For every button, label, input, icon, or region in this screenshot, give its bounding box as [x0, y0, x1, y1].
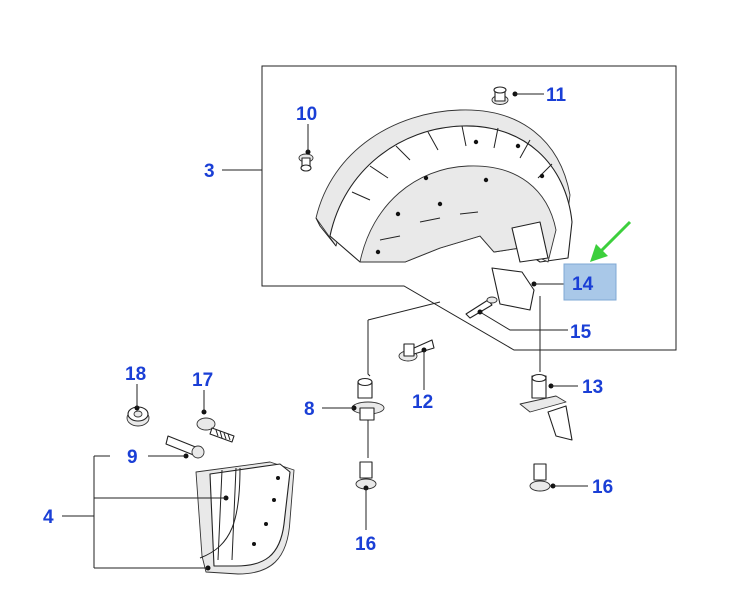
callout-16-left[interactable]: 16	[355, 534, 376, 555]
callout-16-right[interactable]: 16	[592, 477, 613, 498]
callout-10[interactable]: 10	[296, 104, 317, 125]
rivet-15	[465, 296, 498, 319]
callout-3[interactable]: 3	[204, 161, 215, 182]
fender-liner	[315, 109, 573, 263]
clip-12	[398, 339, 435, 362]
nut-18	[126, 405, 150, 427]
mud-flap	[195, 461, 295, 575]
leader-8	[322, 301, 441, 458]
leader-4	[62, 455, 226, 569]
callout-8[interactable]: 8	[304, 399, 315, 420]
leader-15	[479, 311, 568, 331]
callout-15[interactable]: 15	[570, 322, 592, 343]
callout-17[interactable]: 17	[192, 370, 213, 391]
callout-13[interactable]: 13	[582, 377, 603, 398]
callout-11[interactable]: 11	[546, 85, 567, 106]
highlight-box-14[interactable]	[563, 263, 617, 301]
screw-17	[196, 409, 235, 443]
callout-18[interactable]: 18	[125, 364, 146, 385]
callout-4[interactable]: 4	[43, 507, 54, 528]
green-pointer-arrow-icon	[590, 220, 632, 262]
pad-14	[491, 267, 537, 311]
bracket-clip-13	[519, 373, 573, 441]
group-outline	[261, 65, 677, 351]
leader-13	[539, 296, 578, 387]
clip-8	[351, 377, 385, 421]
callout-14[interactable]: 14	[572, 274, 594, 295]
clip-11	[491, 86, 518, 105]
bolt-16-left	[355, 461, 377, 491]
bolt-16-right	[529, 463, 556, 492]
clip-10	[298, 149, 314, 172]
callout-12[interactable]: 12	[412, 392, 433, 413]
stud-9	[165, 435, 205, 459]
callout-9[interactable]: 9	[127, 447, 138, 468]
